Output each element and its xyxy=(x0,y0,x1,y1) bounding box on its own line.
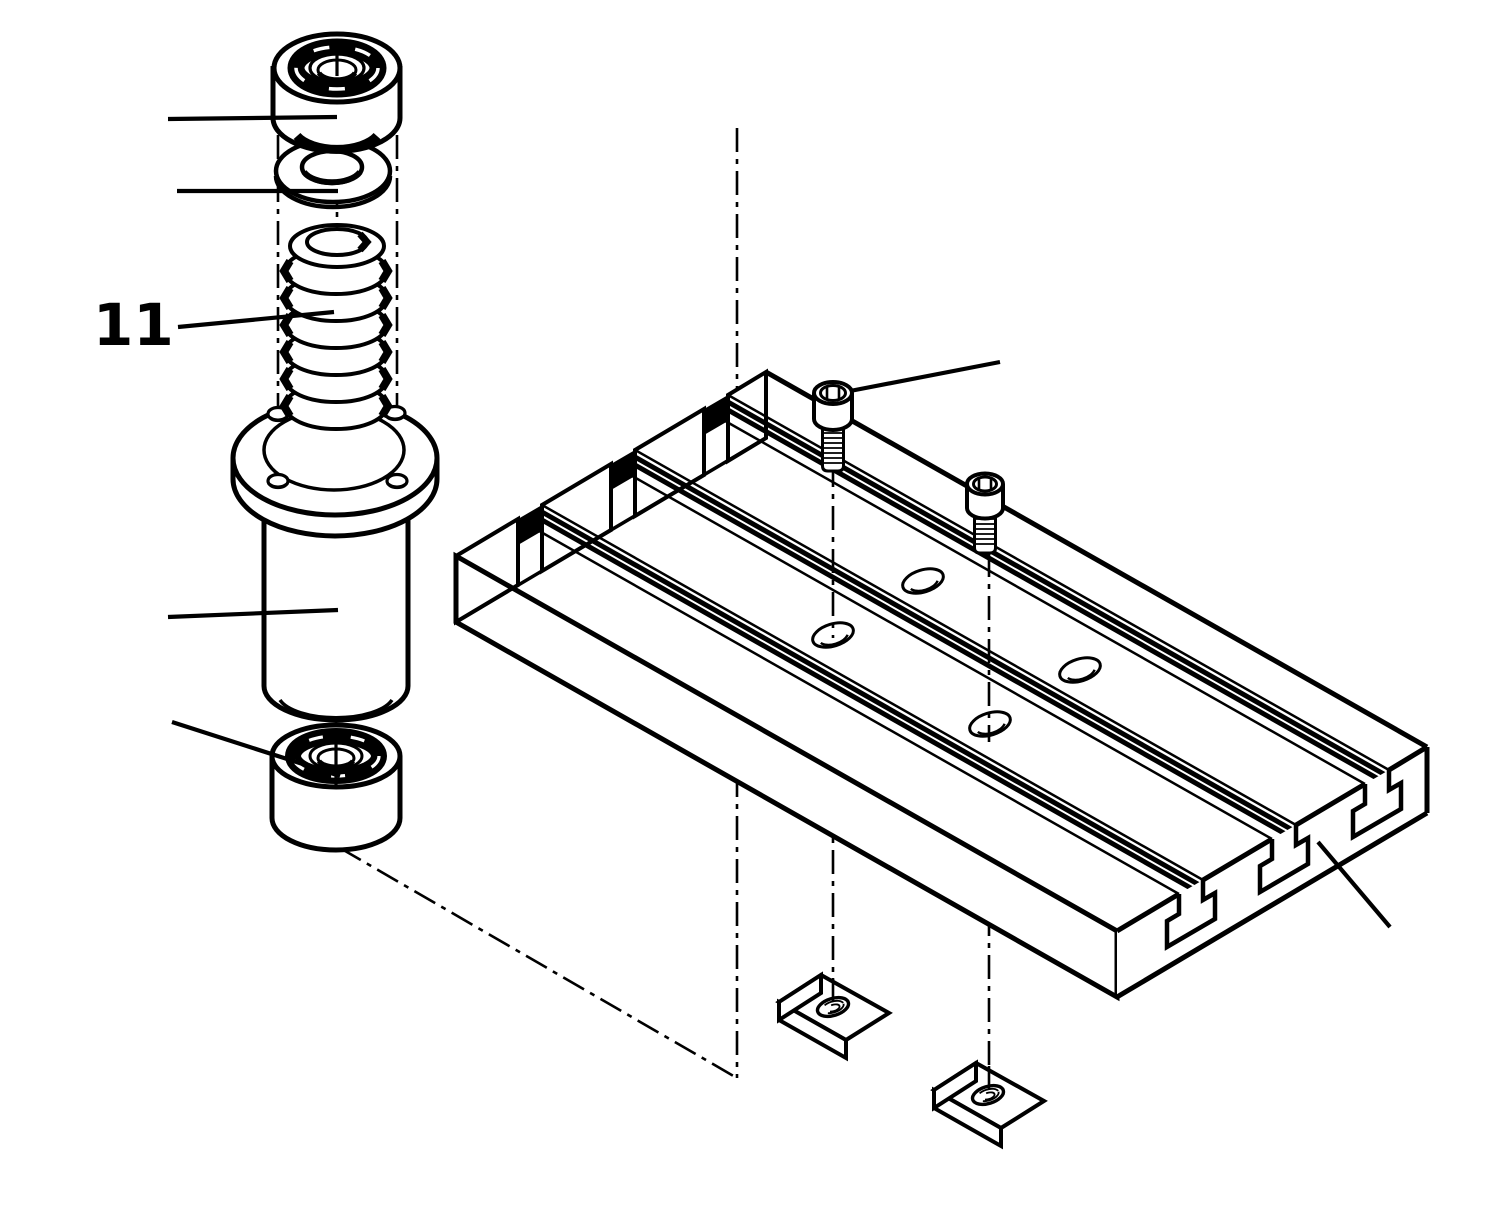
mounting-hole-countersink xyxy=(820,634,849,647)
nut-thread-arc xyxy=(981,1091,996,1101)
mounting-hole-countersink xyxy=(977,723,1006,736)
t-slot-profiles xyxy=(1164,770,1404,951)
groove-front-edge xyxy=(517,517,1180,896)
t-slot-profile xyxy=(1350,770,1404,841)
bolt-hole-depth-arc xyxy=(269,483,287,488)
housing-cylinder-inner-rim xyxy=(278,698,394,720)
leader-table xyxy=(1316,840,1392,929)
callout-label-11: 11 xyxy=(93,291,174,359)
axis-lines-over-table xyxy=(831,420,991,742)
groove-back-edge xyxy=(634,448,1297,827)
groove-wall-line xyxy=(633,462,1298,843)
coil-shadow xyxy=(378,285,393,311)
groove-wall-line xyxy=(726,407,1391,788)
coil-shadow xyxy=(279,366,294,392)
coil-shadow xyxy=(378,339,393,365)
cap-screw-1 xyxy=(812,380,854,473)
table-right-bottom-edge xyxy=(1115,810,1429,1000)
t-nut-2 xyxy=(930,1059,1048,1150)
t-slot-profile xyxy=(1164,880,1218,951)
coil-shadow xyxy=(279,393,294,419)
leader-top-bearing xyxy=(167,114,338,122)
edge-segment xyxy=(1294,781,1367,828)
nut-thread-arc xyxy=(821,999,845,1015)
coil-shadow xyxy=(378,312,393,338)
nut-left-face xyxy=(932,1059,978,1112)
groove-wall-line xyxy=(540,517,1205,898)
leader-spring xyxy=(177,309,335,330)
bolt-hole-depth-arc xyxy=(388,483,406,488)
bearing-bore-shadow xyxy=(316,71,358,83)
bearing-ball-highlights xyxy=(294,45,380,91)
screw-hex-socket xyxy=(819,384,847,402)
table-left-bottom-edge xyxy=(455,436,767,624)
nut-thread-arc xyxy=(976,1087,1000,1103)
leader-housing xyxy=(167,607,339,620)
nut-threaded-hole xyxy=(970,1083,1006,1107)
compression-spring xyxy=(279,223,393,431)
leader-cap-screw xyxy=(849,359,1001,394)
flange-rim-lower-edge xyxy=(230,478,440,539)
t-slot-profile xyxy=(1257,825,1311,896)
screw-shank xyxy=(973,510,997,555)
groove-wall-line xyxy=(633,454,1298,835)
coil-shadow xyxy=(279,339,294,365)
ball-bearing-top xyxy=(270,31,403,154)
nut-threaded-hole xyxy=(815,995,851,1019)
leader-lines xyxy=(167,114,1392,929)
spring-opening-shadow xyxy=(357,231,372,253)
coil-shadow xyxy=(378,393,393,419)
groove-back-edge xyxy=(541,503,1204,882)
edge-segment xyxy=(1387,744,1429,773)
bolt-hole-depth-arc xyxy=(269,416,287,421)
table-back-edge xyxy=(764,369,1429,750)
ball-bearing-bottom xyxy=(269,722,403,853)
groove-front-edge xyxy=(703,407,1366,786)
t-slot-table xyxy=(453,368,1430,1002)
projection-line-diagonal xyxy=(339,846,738,1080)
mounting-hole-countersink xyxy=(1067,669,1096,682)
table-mounting-holes xyxy=(811,567,1102,738)
groove-front-edge xyxy=(610,462,1273,841)
coil-shadow xyxy=(279,285,294,311)
flange-bolt-holes xyxy=(266,404,409,490)
coil-shadow xyxy=(378,258,393,284)
bearing-bottom-shadow xyxy=(293,132,381,154)
flange-rim-band xyxy=(233,458,437,536)
t-nut-1 xyxy=(775,971,893,1062)
table-right-top-edge-segments xyxy=(1115,744,1429,934)
washer-bore-shadow xyxy=(301,170,363,186)
screw-hex-socket xyxy=(972,475,998,493)
coil-shadow xyxy=(378,366,393,392)
spring-top-opening xyxy=(305,227,369,257)
nut-left-face xyxy=(777,971,823,1024)
t-slot-groove-1 xyxy=(517,503,1205,898)
t-slot-groove-2 xyxy=(610,448,1298,843)
spindle-housing xyxy=(230,398,440,723)
coil-shadow xyxy=(279,258,294,284)
edge-segment xyxy=(1201,836,1274,883)
cap-screw-2 xyxy=(965,471,1005,555)
leader-bottom-bearing xyxy=(171,720,341,778)
bolt-hole-depth-arc xyxy=(386,415,404,420)
nut-thread-arc xyxy=(826,1003,841,1013)
mounting-hole-countersink xyxy=(910,580,939,593)
groove-wall-line xyxy=(540,509,1205,890)
edge-segment xyxy=(1115,891,1181,934)
